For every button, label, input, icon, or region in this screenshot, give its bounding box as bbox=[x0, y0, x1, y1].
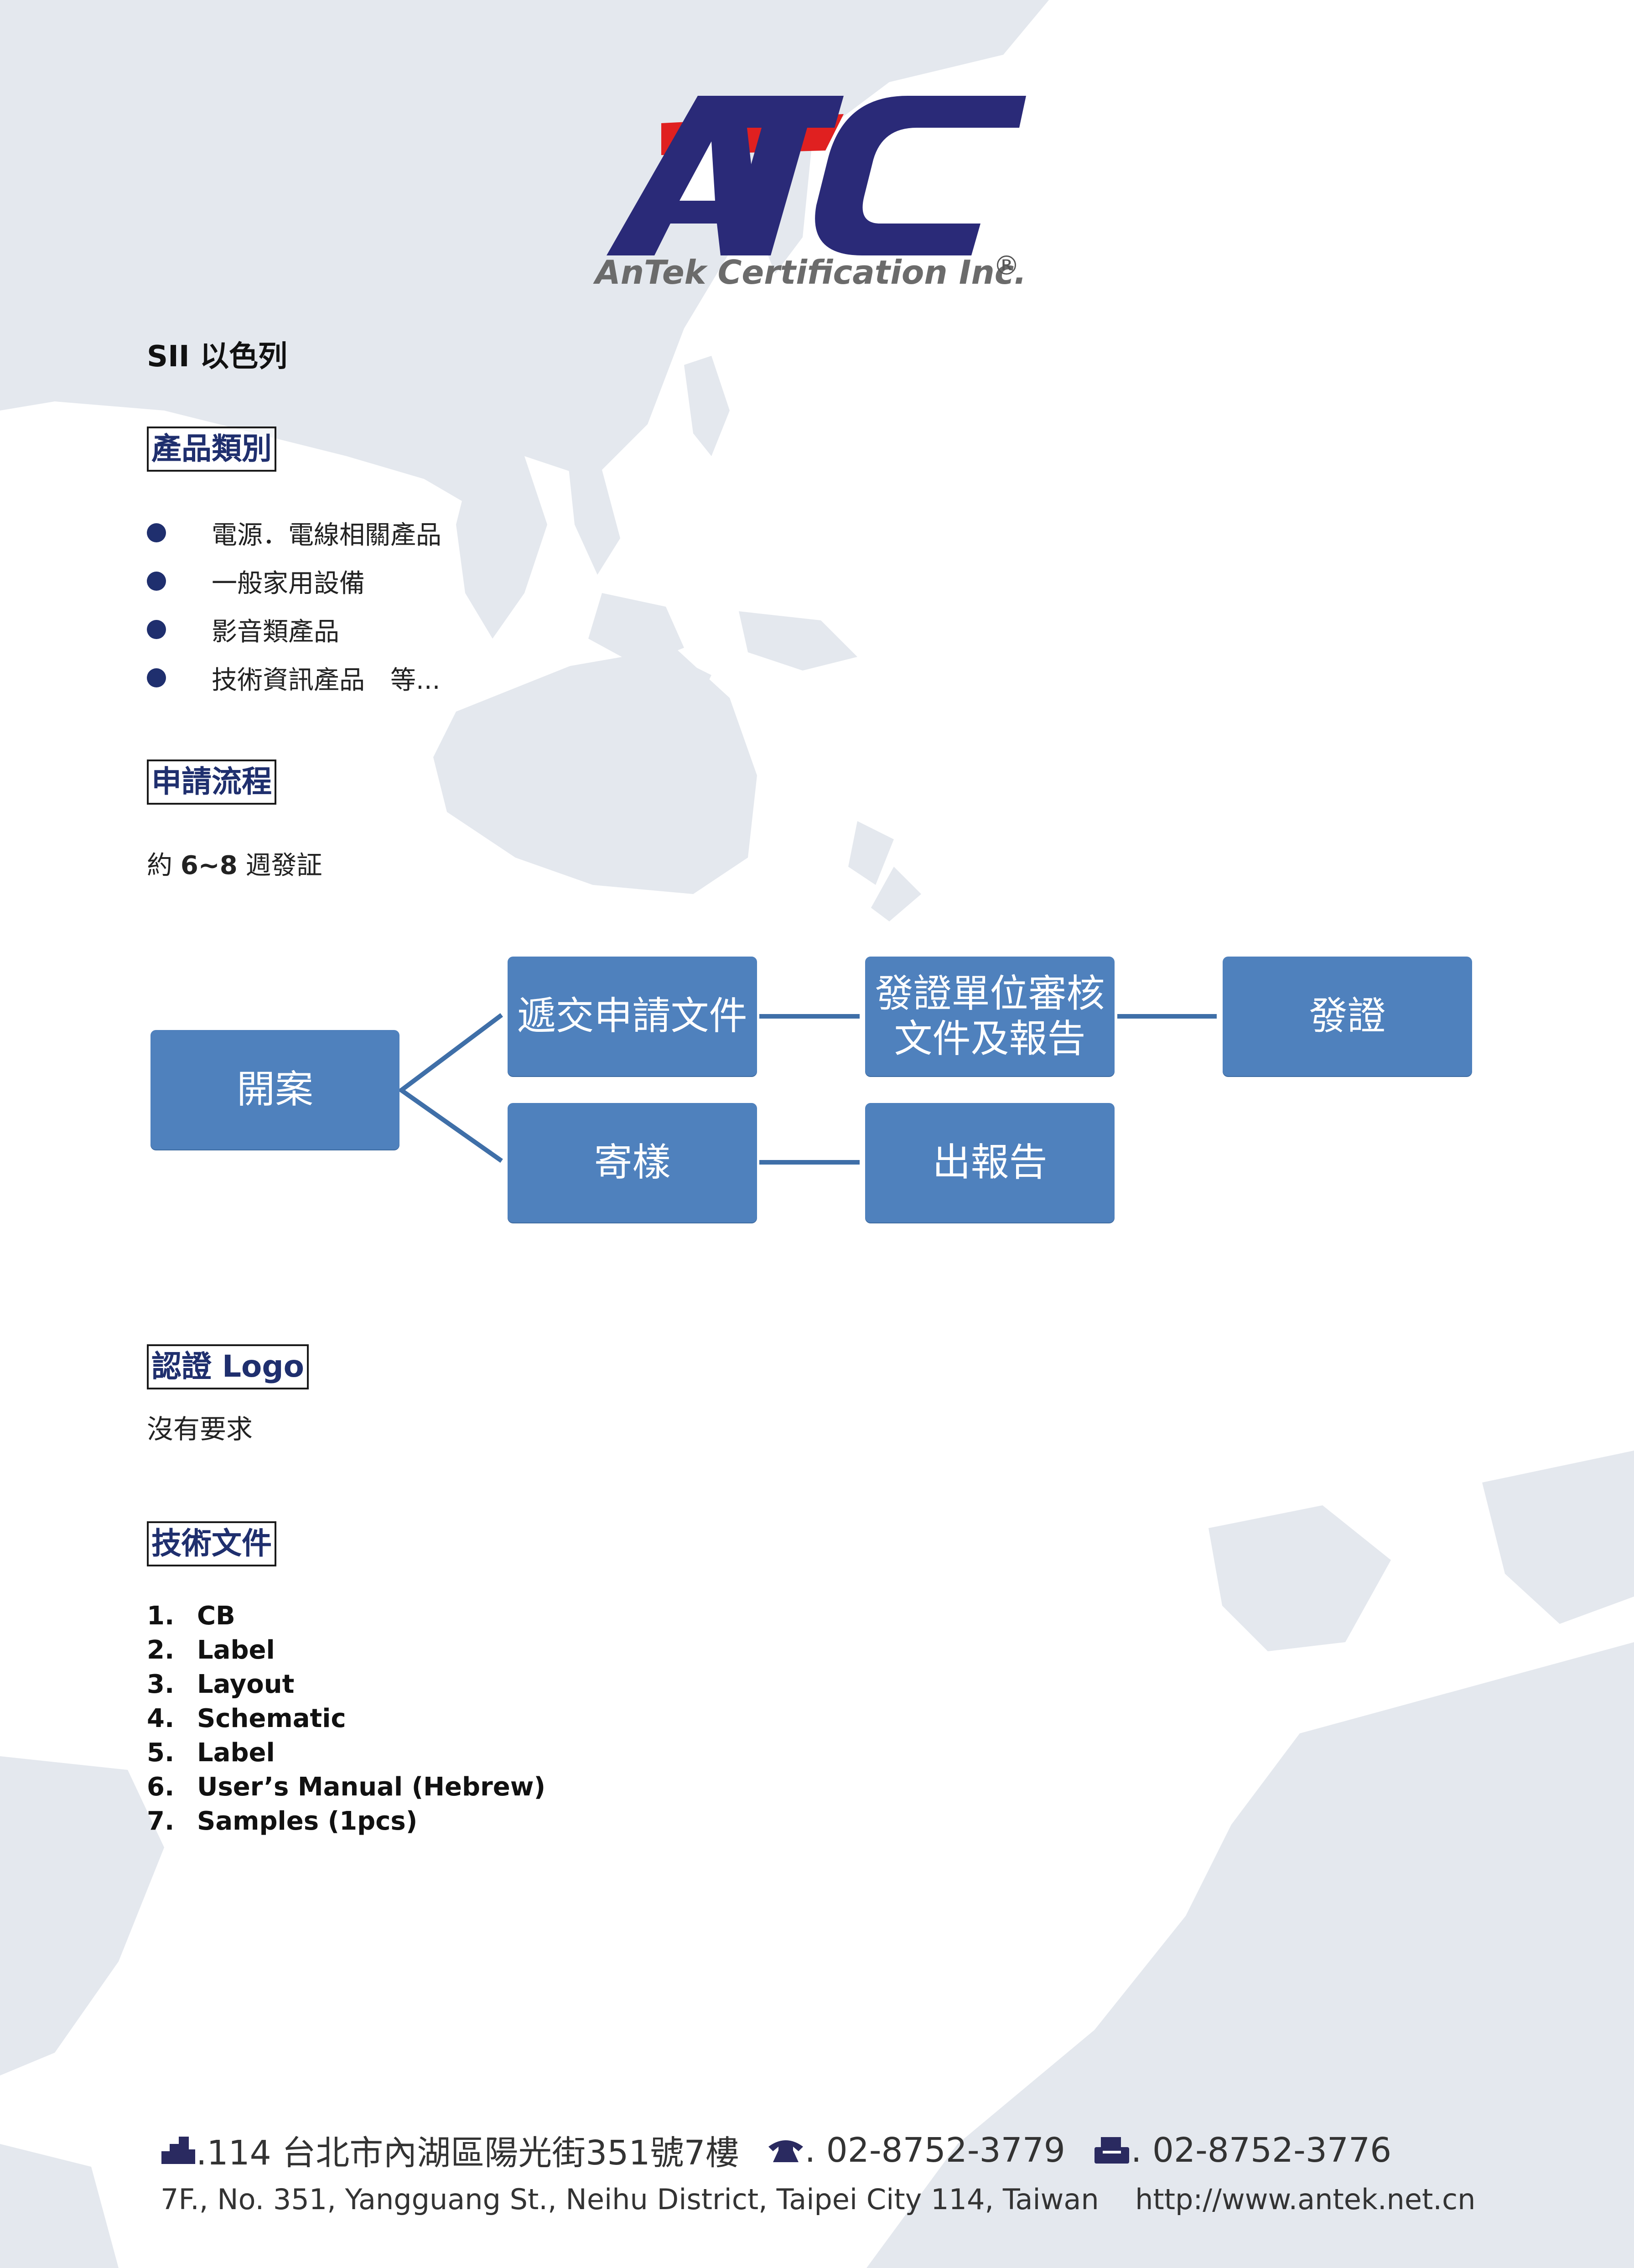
section-title-technical-documents: 技術文件 bbox=[147, 1521, 276, 1566]
branch-connector bbox=[397, 1013, 503, 1163]
logo-requirement: 沒有要求 bbox=[147, 1414, 253, 1445]
flow-box-submit: 遞交申請文件 bbox=[508, 957, 757, 1076]
product-category-list: 電源．電線相關產品 一般家用設備 影音類產品 技術資訊產品 等... bbox=[147, 509, 441, 702]
registered-mark: ® bbox=[993, 250, 1020, 281]
phone-icon bbox=[768, 2140, 803, 2162]
section-title-product-categories: 產品類別 bbox=[147, 427, 276, 472]
list-item: 5.Label bbox=[147, 1738, 275, 1768]
list-item: 1.CB bbox=[147, 1601, 235, 1631]
footer-phone: . 02-8752-3779 bbox=[804, 2130, 1065, 2170]
footer-contact: .114 台北市內湖區陽光街351號7樓 . 02-8752-3779 . 02… bbox=[161, 2126, 1391, 2174]
antek-logo bbox=[607, 96, 1026, 255]
list-item: 3.Layout bbox=[147, 1670, 295, 1699]
flow-box-send-sample: 寄樣 bbox=[508, 1103, 757, 1222]
list-item: 一般家用設備 bbox=[147, 557, 441, 605]
footer-fax: . 02-8752-3776 bbox=[1131, 2130, 1392, 2170]
logo-tagline: AnTek Certification Inc. bbox=[595, 253, 1027, 291]
footer-website[interactable]: http://www.antek.net.cn bbox=[1135, 2183, 1476, 2216]
flow-box-review: 發證單位審核 文件及報告 bbox=[865, 957, 1115, 1076]
flow-box-report: 出報告 bbox=[865, 1103, 1115, 1222]
footer-address-en: 7F., No. 351, Yangguang St., Neihu Distr… bbox=[161, 2183, 1099, 2216]
footer-address-cn: .114 台北市內湖區陽光街351號7樓 bbox=[196, 2133, 739, 2173]
bullet-icon bbox=[147, 523, 166, 542]
list-item: 4.Schematic bbox=[147, 1704, 346, 1733]
list-item: 2.Label bbox=[147, 1635, 275, 1665]
list-item: 影音類產品 bbox=[147, 605, 441, 654]
list-item: 7.Samples (1pcs) bbox=[147, 1806, 418, 1836]
section-title-certification-logo: 認證 Logo bbox=[147, 1344, 309, 1389]
list-item: 電源．電線相關產品 bbox=[147, 509, 441, 557]
building-icon bbox=[161, 2136, 195, 2164]
process-duration: 約 6~8 週發証 bbox=[147, 851, 322, 880]
bullet-icon bbox=[147, 572, 166, 591]
bullet-icon bbox=[147, 668, 166, 687]
fax-icon bbox=[1094, 2137, 1129, 2164]
page-title: SII 以色列 bbox=[147, 340, 287, 374]
flow-box-issue: 發證 bbox=[1223, 957, 1472, 1076]
list-item: 技術資訊產品 等... bbox=[147, 654, 441, 702]
list-item: 6.User’s Manual (Hebrew) bbox=[147, 1772, 546, 1802]
flow-box-start: 開案 bbox=[150, 1030, 399, 1150]
footer-address-en-line: 7F., No. 351, Yangguang St., Neihu Distr… bbox=[161, 2183, 1475, 2216]
technical-document-list: 1.CB 2.Label 3.Layout 4.Schematic 5.Labe… bbox=[147, 1599, 545, 1838]
section-title-application-process: 申請流程 bbox=[147, 759, 276, 805]
bullet-icon bbox=[147, 620, 166, 639]
